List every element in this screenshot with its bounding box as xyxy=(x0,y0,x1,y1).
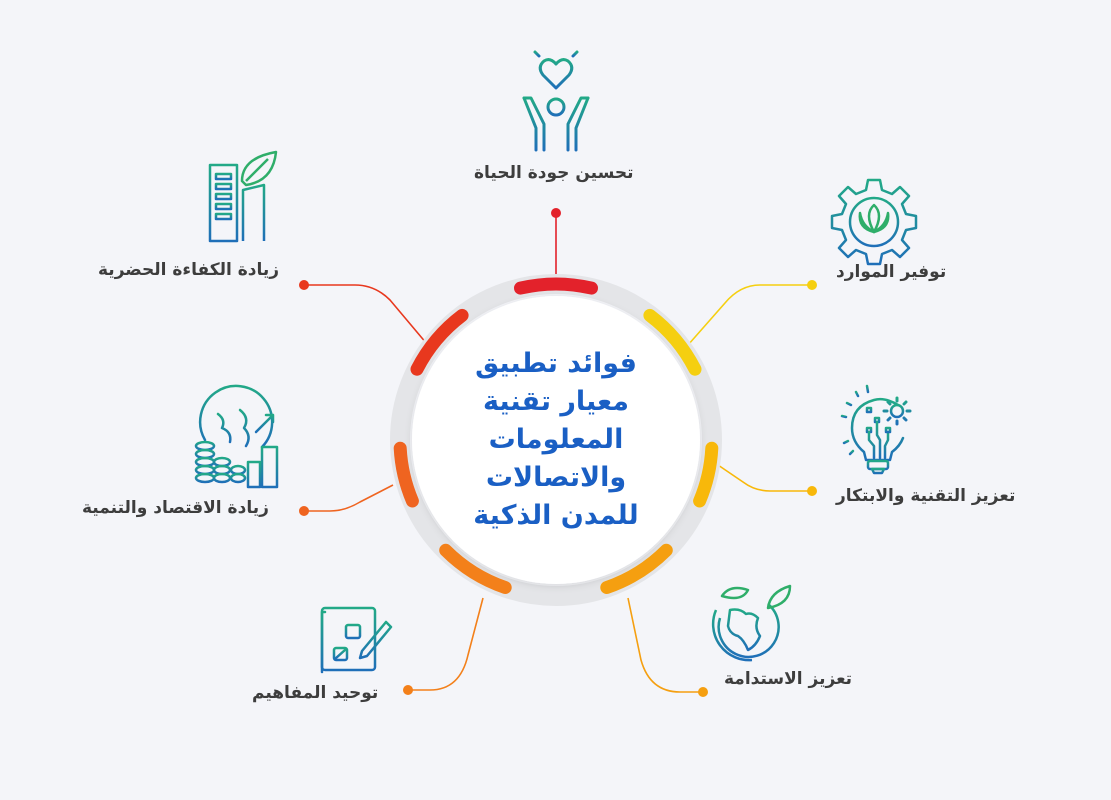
globe-leaves-icon xyxy=(711,584,792,662)
title-line-5: للمدن الذكية xyxy=(473,500,639,531)
heart-person-icon xyxy=(522,40,590,152)
connectors xyxy=(304,213,812,693)
label-quality-of-life: تحسين جودة الحياة xyxy=(474,163,634,183)
ring-segments xyxy=(393,277,719,594)
label-urban-efficiency: زيادة الكفاءة الحضرية xyxy=(98,260,280,280)
connector-urban-efficiency xyxy=(304,284,428,345)
dot-technology xyxy=(807,486,817,496)
segment-sustainability xyxy=(600,543,673,594)
dot-sustainability xyxy=(698,687,708,697)
segment-economy xyxy=(393,441,419,508)
notepad-pencil-icon xyxy=(320,601,393,674)
connector-dots xyxy=(299,208,817,697)
connector-resources xyxy=(687,284,812,346)
label-technology-innovation: تعزيز التقنية والابتكار xyxy=(836,486,1016,506)
label-economy-development: زيادة الاقتصاد والتنمية xyxy=(82,498,269,518)
gear-leaf-icon xyxy=(830,178,918,266)
dot-resources xyxy=(807,280,817,290)
segment-quality-of-life xyxy=(514,277,598,295)
connector-concepts xyxy=(408,597,484,691)
title-line-1: فوائد تطبيق xyxy=(475,348,637,379)
segment-resources xyxy=(643,308,702,376)
segment-technology xyxy=(693,441,719,508)
segment-concepts xyxy=(439,543,512,594)
label-unify-concepts: توحيد المفاهيم xyxy=(252,683,379,703)
center-disc xyxy=(412,296,700,584)
label-resources: توفير الموارد xyxy=(836,262,947,282)
dot-quality-of-life xyxy=(551,208,561,218)
label-sustainability: تعزيز الاستدامة xyxy=(724,669,853,689)
lightbulb-gear-icon xyxy=(839,383,912,475)
connector-technology xyxy=(717,464,812,492)
connector-economy xyxy=(304,484,394,512)
building-leaf-icon xyxy=(203,150,278,243)
title-line-3: المعلومات xyxy=(488,424,624,455)
title-line-4: والاتصالات xyxy=(485,462,627,493)
dot-urban-efficiency xyxy=(299,280,309,290)
globe-coins-chart-icon xyxy=(194,384,279,489)
dot-economy xyxy=(299,506,309,516)
title-line-2: معيار تقنية xyxy=(482,386,630,417)
segment-urban-efficiency xyxy=(410,308,469,376)
connector-sustainability xyxy=(627,597,703,693)
dot-concepts xyxy=(403,685,413,695)
center-title: فوائد تطبيق معيار تقنية المعلومات والاتص… xyxy=(436,345,676,535)
